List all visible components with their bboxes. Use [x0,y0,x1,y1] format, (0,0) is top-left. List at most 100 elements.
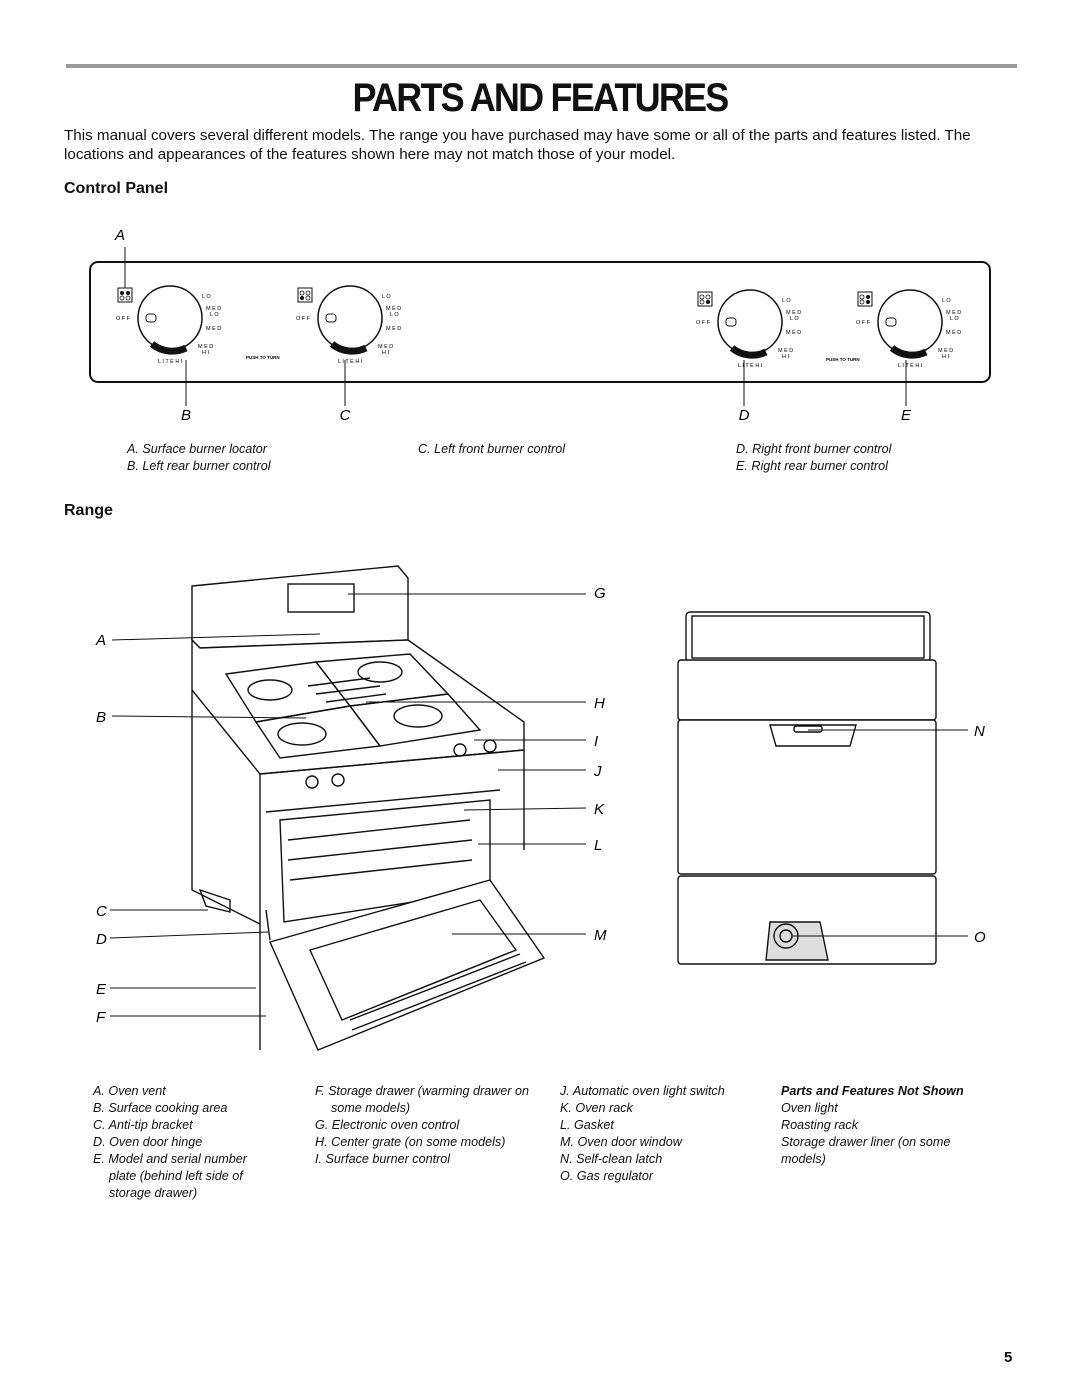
page-title: PARTS AND FEATURES [352,76,730,120]
legend-item: J. Automatic oven light switch [560,1084,725,1098]
range-callout-d: D [96,931,107,948]
range-diagram: A B C D E F G H I J K L M N O [95,565,986,1051]
push-to-turn-left: PUSH TO TURN [246,355,280,360]
range-callout-n: N [974,723,985,740]
legend-item: G. Electronic oven control [315,1118,460,1132]
legend-item: E. Model and serial number plate (behind… [93,1152,248,1200]
svg-text:H I: H I [942,354,950,360]
range-callout-g: G [594,585,606,602]
svg-text:L O: L O [210,312,219,318]
not-shown-list: Parts and Features Not Shown Oven light … [781,1083,996,1168]
svg-text:L I T E H I: L I T E H I [898,363,923,369]
callout-d: D [739,407,750,424]
svg-text:M E D: M E D [386,326,401,332]
top-rule [66,64,1017,68]
not-shown-item: Roasting rack [781,1118,858,1132]
not-shown-item: Oven light [781,1101,838,1115]
page-number: 5 [1004,1349,1013,1366]
svg-text:M E D: M E D [778,348,793,354]
control-panel-outline [89,261,991,383]
svg-text:L O: L O [950,316,959,322]
legend-item: L. Gasket [560,1118,614,1132]
callout-a: A [114,227,125,244]
right-rear-burner-control: O F F L O M E DL O M E D M E DH I L I T … [856,289,961,369]
push-to-turn-right: PUSH TO TURN [826,357,860,362]
range-callout-c: C [96,903,107,920]
legend-item: F. Storage drawer (warming drawer on som… [315,1084,529,1115]
svg-text:M E D: M E D [938,348,953,354]
legend-item: N. Self-clean latch [560,1152,663,1166]
svg-text:M E D: M E D [378,344,393,350]
svg-text:L O: L O [790,316,799,322]
svg-text:M E D: M E D [786,310,801,316]
range-callout-l: L [594,837,602,854]
svg-text:O F F: O F F [296,316,311,322]
caption-e: E. Right rear burner control [736,459,888,473]
range-callout-e: E [96,981,107,998]
svg-text:M E D: M E D [198,344,213,350]
svg-text:H I: H I [782,354,790,360]
callout-letters: A B C D E F G H I J K L M N O [95,585,986,1026]
range-callout-k: K [594,801,605,818]
caption-d: D. Right front burner control [736,442,892,456]
range-heading: Range [64,502,113,519]
svg-text:O F F: O F F [856,320,871,326]
not-shown-item: Storage drawer liner (on some models) [781,1135,951,1166]
svg-text:L O: L O [942,298,951,304]
legend-item: M. Oven door window [560,1135,682,1149]
intro-paragraph: This manual covers several different mod… [64,127,971,163]
svg-text:L O: L O [782,298,791,304]
range-front-illustration [191,565,546,1051]
svg-text:L O: L O [382,294,391,300]
svg-text:M E D: M E D [206,326,221,332]
left-front-burner-control: O F F L O M E DL O M E D M E DH I L I T … [296,285,401,365]
range-back-illustration [677,611,937,965]
caption-a: A. Surface burner locator [127,442,268,456]
caption-c: C. Left front burner control [418,442,565,456]
surface-burner-locator-icon [117,287,133,303]
caption-b: B. Left rear burner control [127,459,271,473]
range-legend-col3: J. Automatic oven light switch K. Oven r… [560,1083,760,1185]
callout-e: E [901,407,912,424]
svg-text:M E D: M E D [786,330,801,336]
right-front-burner-control: O F F L O M E DL O M E D M E DH I L I T … [696,289,801,369]
not-shown-heading: Parts and Features Not Shown [781,1084,964,1098]
svg-text:M E D: M E D [946,330,961,336]
range-callout-j: J [593,763,602,780]
control-panel-heading: Control Panel [64,180,169,197]
legend-item: K. Oven rack [560,1101,633,1115]
svg-text:L I T E H I: L I T E H I [158,359,183,365]
svg-text:O F F: O F F [116,316,131,322]
svg-text:M E D: M E D [946,310,961,316]
callout-b: B [181,407,191,424]
range-callout-h: H [594,695,605,712]
legend-item: H. Center grate (on some models) [315,1135,506,1149]
range-callout-o: O [974,929,986,946]
svg-text:L O: L O [202,294,211,300]
legend-item: D. Oven door hinge [93,1135,203,1149]
range-callout-m: M [594,927,607,944]
range-legend-col2: F. Storage drawer (warming drawer on som… [315,1083,530,1168]
range-callout-i: I [594,733,598,750]
control-panel-diagram: A B C D E O F F L O M E DL O M E D M E D… [89,227,991,424]
svg-text:L I T E H I: L I T E H I [338,359,363,365]
callout-c: C [340,407,351,424]
svg-text:L O: L O [390,312,399,318]
left-rear-burner-control: O F F L O M E DL O M E D M E DH I L I T … [116,285,221,365]
legend-item: I. Surface burner control [315,1152,451,1166]
callout-lines [109,593,968,1017]
legend-item: A. Oven vent [93,1084,166,1098]
range-callout-b: B [96,709,106,726]
svg-text:H I: H I [202,350,210,356]
range-callout-a: A [95,632,106,649]
range-legend-col1: A. Oven vent B. Surface cooking area C. … [93,1083,273,1202]
svg-text:L I T E H I: L I T E H I [738,363,763,369]
legend-item: B. Surface cooking area [93,1101,228,1115]
svg-text:M E D: M E D [386,306,401,312]
svg-text:O F F: O F F [696,320,711,326]
svg-text:H I: H I [382,350,390,356]
legend-item: O. Gas regulator [560,1169,654,1183]
legend-item: C. Anti-tip bracket [93,1118,193,1132]
svg-text:M E D: M E D [206,306,221,312]
range-callout-f: F [96,1009,106,1026]
